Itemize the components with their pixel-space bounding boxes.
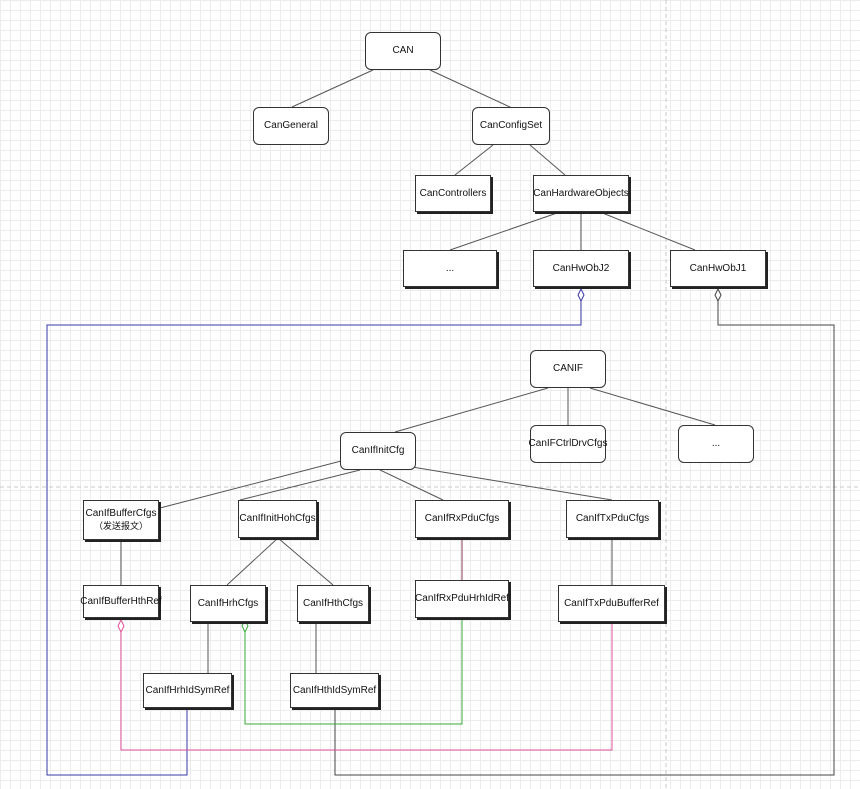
node-can-hwobj1[interactable]: CanHwObJ1 [670, 250, 766, 287]
edge-initcfg-rxpducfgs [379, 469, 444, 501]
node-can-controllers[interactable]: CanControllers [415, 175, 491, 212]
node-canif-init-hoh-cfgs[interactable]: CanIfInitHohCfgs [238, 500, 317, 538]
edge-canconfigset-cancontrollers [454, 144, 494, 176]
node-canif-ctrl-drv-cfgs-label: CanIFCtrlDrvCfgs [528, 438, 608, 449]
node-can-label: CAN [392, 45, 414, 56]
ref-diamond-rx [241, 618, 249, 634]
node-canif-init-cfg-label: CanIfInitCfg [351, 445, 405, 456]
edge-canif-ellipsis [589, 387, 716, 426]
node-canif-ctrl-drv-cfgs[interactable]: CanIFCtrlDrvCfgs [528, 425, 608, 463]
ref-diamond-hwobj1 [714, 287, 722, 303]
node-hwobj-ellipsis[interactable]: ... [403, 250, 497, 287]
edge-can-cangeneral [291, 69, 374, 108]
node-can[interactable]: CAN [365, 32, 441, 70]
edge-initcfg-txpducfgs [399, 464, 613, 501]
node-canif[interactable]: CANIF [530, 350, 606, 388]
ref-link-hwobj1 [334, 300, 835, 776]
node-canif-hth-id-sym-ref[interactable]: CanIfHthIdSymRef [290, 673, 379, 708]
edge-canif-initcfg [394, 387, 549, 433]
node-canif-ellipsis[interactable]: ... [678, 425, 754, 463]
node-can-hardware-objects[interactable]: CanHardwareObjects [533, 175, 629, 212]
node-can-general[interactable]: CanGeneral [253, 107, 329, 145]
node-canif-ellipsis-label: ... [711, 438, 721, 449]
node-canif-hrh-id-sym-ref[interactable]: CanIfHrhIdSymRef [143, 673, 232, 708]
node-canif-tx-pdu-cfgs[interactable]: CanIfTxPduCfgs [566, 500, 659, 538]
node-hwobj-ellipsis-label: ... [445, 262, 455, 274]
edge-can-canconfigset [429, 69, 511, 108]
node-can-hwobj2-label: CanHwObJ2 [552, 262, 610, 274]
node-canif-init-cfg[interactable]: CanIfInitCfg [340, 432, 416, 470]
node-can-config-set-label: CanConfigSet [479, 120, 543, 131]
ref-diamond-buffer [117, 618, 125, 634]
ref-diamond-hwobj2 [577, 287, 585, 303]
node-canif-buffer-cfgs-note: （发送报文） [93, 521, 148, 531]
node-canif-rx-pdu-cfgs[interactable]: CanIfRxPduCfgs [415, 500, 509, 538]
node-can-hardware-objects-label: CanHardwareObjects [533, 187, 629, 199]
node-canif-hth-cfgs[interactable]: CanIfHthCfgs [297, 585, 369, 622]
edge-canconfigset-canhardwareobjects [529, 144, 566, 176]
ref-link-buffer [120, 622, 613, 751]
node-canif-tx-pdu-buffer-ref[interactable]: CanIfTxPduBufferRef [558, 585, 665, 622]
node-canif-rx-pdu-hrh-id-ref-label: CanIfRxPduHrhIdRef [415, 593, 509, 604]
node-can-config-set[interactable]: CanConfigSet [472, 107, 550, 145]
edge-inithohcfgs-hrhcfgs [226, 537, 279, 586]
edge-initcfg-inithohcfgs [239, 469, 361, 501]
edge-hwobjects-ellipsis [449, 211, 561, 251]
node-can-controllers-label: CanControllers [419, 187, 487, 199]
node-canif-hth-id-sym-ref-label: CanIfHthIdSymRef [292, 684, 377, 696]
node-canif-hrh-cfgs[interactable]: CanIfHrhCfgs [190, 585, 266, 622]
node-can-general-label: CanGeneral [264, 120, 318, 131]
node-canif-buffer-hth-ref-label: CanIfBufferHthRef [80, 595, 162, 607]
node-canif-buffer-cfgs[interactable]: CanIfBufferCfgs （发送报文） [83, 500, 159, 540]
node-canif-tx-pdu-buffer-ref-label: CanIfTxPduBufferRef [564, 597, 659, 609]
node-canif-rx-pdu-hrh-id-ref[interactable]: CanIfRxPduHrhIdRef [415, 580, 509, 618]
node-can-hwobj1-label: CanHwObJ1 [689, 262, 747, 274]
node-canif-init-hoh-cfgs-label: CanIfInitHohCfgs [239, 513, 316, 524]
node-can-hwobj2[interactable]: CanHwObJ2 [533, 250, 629, 287]
edge-initcfg-buffercfgs [159, 459, 346, 509]
ref-link-rx [244, 618, 463, 725]
node-canif-label: CANIF [553, 363, 583, 374]
node-canif-rx-pdu-cfgs-label: CanIfRxPduCfgs [424, 513, 500, 524]
tree-connectors [120, 69, 716, 673]
node-canif-hrh-cfgs-label: CanIfHrhCfgs [197, 597, 259, 609]
node-canif-buffer-cfgs-label: CanIfBufferCfgs [85, 508, 157, 519]
node-canif-hrh-id-sym-ref-label: CanIfHrhIdSymRef [145, 684, 230, 696]
node-canif-tx-pdu-cfgs-label: CanIfTxPduCfgs [575, 513, 650, 524]
edge-inithohcfgs-hthcfgs [277, 537, 334, 586]
ref-link-hwobj2 [46, 300, 582, 776]
node-canif-hth-cfgs-label: CanIfHthCfgs [302, 597, 364, 609]
node-canif-buffer-hth-ref[interactable]: CanIfBufferHthRef [80, 585, 162, 618]
edge-hwobjects-hwobj1 [599, 211, 696, 251]
